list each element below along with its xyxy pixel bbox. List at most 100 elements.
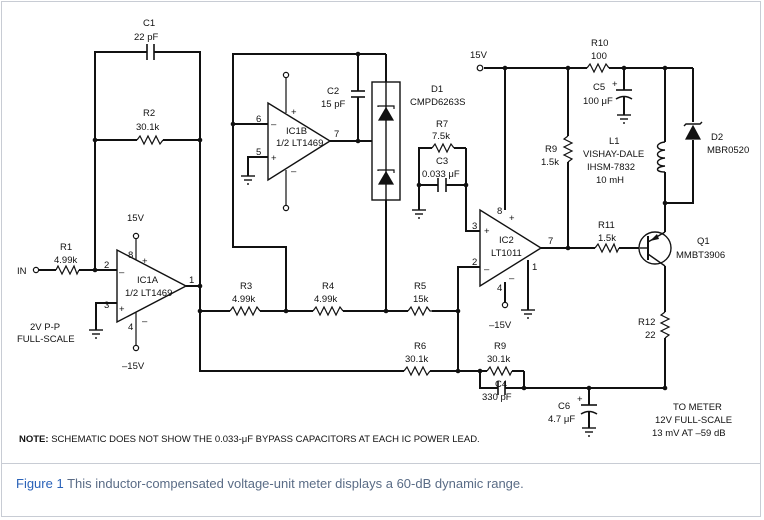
resistor-r7	[431, 142, 455, 154]
r12-value: 22	[645, 330, 656, 341]
ic1a-sign-plus: +	[119, 304, 125, 315]
schematic: C1 22 pF R2 30.1k IC1B 1/2 LT1469 6 5 7 …	[17, 18, 749, 445]
terminal-in	[32, 266, 40, 274]
ground-icon	[521, 309, 535, 319]
r1-ref: R1	[60, 242, 72, 253]
wire	[95, 302, 117, 330]
ic2-pin-aux: 1	[532, 262, 537, 273]
junction-dot	[197, 137, 203, 143]
capacitor-c6-plate	[580, 410, 598, 415]
r9a-ref: R9	[545, 144, 557, 155]
diode-pair-d1	[371, 81, 401, 201]
junction-dot	[662, 200, 668, 206]
ic1a-sign-minus: –	[119, 267, 125, 278]
r11-ref: R11	[598, 220, 615, 231]
junction-dot	[283, 308, 289, 314]
junction-dot	[521, 385, 527, 391]
inductor-l1	[656, 141, 666, 173]
r5-value: 15k	[413, 294, 429, 305]
junction-dot	[477, 368, 483, 374]
junctions	[92, 51, 668, 391]
wire	[186, 285, 230, 312]
wire	[159, 51, 201, 286]
r5-ref: R5	[414, 281, 426, 292]
r3-value: 4.99k	[232, 294, 255, 305]
ic2-sign-plus: +	[484, 226, 490, 237]
r9a-value: 1.5k	[541, 157, 559, 168]
schematic-note: NOTE: SCHEMATIC DOES NOT SHOW THE 0.033-…	[19, 434, 480, 445]
ic1b-pin-out: 7	[334, 129, 339, 140]
junction-dot	[383, 308, 389, 314]
l1-part: VISHAY-DALE	[583, 149, 644, 160]
q1-ref: Q1	[697, 236, 710, 247]
ic2-part: LT1011	[491, 248, 522, 259]
ic1a-pin-vp: 8	[128, 250, 133, 261]
junction-dot	[355, 138, 361, 144]
ic2-sign-vn: –	[509, 273, 515, 284]
l1-ref: L1	[609, 136, 620, 147]
r2-ref: R2	[143, 108, 155, 119]
junction-dot	[586, 385, 592, 391]
ic2-pin-out: 7	[548, 236, 553, 247]
ic2-sign-minus: –	[484, 264, 490, 275]
ic1b-sign-vp: +	[291, 107, 297, 118]
wire	[465, 148, 480, 232]
c5-plus: +	[612, 79, 618, 90]
ic1b-pin-noninv: 5	[256, 147, 261, 158]
meter-label-3: 13 mV AT –59 dB	[652, 428, 726, 439]
ic1a-pin-inv: 2	[104, 260, 109, 271]
resistor-r9b	[486, 365, 513, 377]
junction-dot	[621, 65, 627, 71]
junction-dot	[565, 65, 571, 71]
r7-ref: R7	[436, 119, 448, 130]
wire	[479, 371, 490, 389]
c4-value: 330 pF	[482, 392, 512, 403]
r3-ref: R3	[240, 281, 252, 292]
capacitors	[143, 44, 633, 428]
junction-dot	[416, 182, 422, 188]
c6-value: 4.7 μF	[548, 414, 575, 425]
junction-dot	[197, 308, 203, 314]
ic1a-pin-out: 1	[189, 275, 194, 286]
r1-value: 4.99k	[54, 255, 77, 266]
ground-icon	[582, 427, 596, 437]
d1-part: CMPD6263S	[410, 97, 465, 108]
comparator-ic2	[479, 208, 543, 288]
ic1a-part: 1/2 LT1469	[125, 288, 172, 299]
input-scale-1: 2V P-P	[30, 322, 60, 333]
l1-value: 10 mH	[596, 175, 624, 186]
r2-value: 30.1k	[136, 122, 159, 133]
input-scale-2: FULL-SCALE	[17, 334, 75, 345]
c2-ref: C2	[327, 86, 339, 97]
resistors	[55, 62, 671, 377]
ground-icon	[617, 114, 631, 124]
junction-dot	[662, 65, 668, 71]
wire	[94, 51, 143, 268]
junction-dot	[230, 121, 236, 127]
junction-dot	[92, 137, 98, 143]
ic2-pin-inv: 2	[472, 257, 477, 268]
ic1b-sign-vn: –	[291, 166, 297, 177]
v15-top-label: 15V	[470, 50, 488, 61]
c1-value: 22 pF	[134, 32, 158, 43]
v15-ic1-label: 15V	[127, 213, 145, 224]
wires	[38, 51, 694, 405]
ic2-pin-vn: 4	[497, 283, 502, 294]
ic1a-sign-vn: –	[142, 316, 148, 327]
in-label: IN	[17, 266, 27, 277]
ic1b-sign-minus: –	[271, 119, 277, 130]
caption-text: This inductor-compensated voltage-unit m…	[63, 476, 524, 491]
c3-value: 0.033 μF	[422, 169, 460, 180]
r11-value: 1.5k	[598, 233, 616, 244]
ic1b-ref: IC1B	[286, 126, 307, 137]
junction-dot	[355, 51, 361, 57]
ic1b-part: 1/2 LT1469	[276, 138, 323, 149]
d2-part: MBR0520	[707, 145, 749, 156]
resistor-r2	[136, 134, 164, 146]
wire	[665, 140, 694, 204]
c4-ref: C4	[495, 379, 507, 390]
c6-plus: +	[577, 394, 583, 405]
meter-label-1: TO METER	[673, 402, 722, 413]
c5-value: 100 μF	[583, 96, 613, 107]
r6-ref: R6	[414, 341, 426, 352]
